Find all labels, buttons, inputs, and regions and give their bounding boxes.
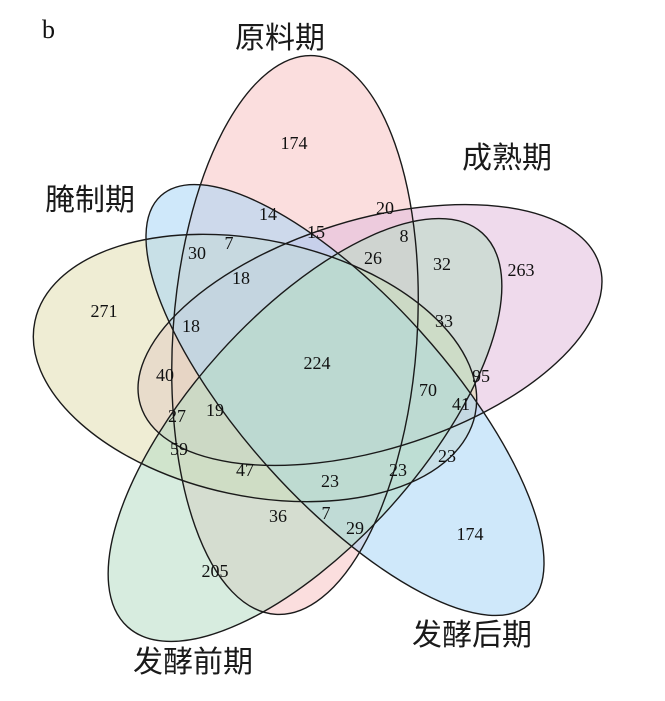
region-count: 205 xyxy=(202,561,229,581)
region-count: 14 xyxy=(259,204,277,224)
region-count: 174 xyxy=(281,133,308,153)
region-count: 263 xyxy=(508,260,535,280)
set-label-raw: 原料期 xyxy=(235,21,325,56)
set-ellipse-early-ferment xyxy=(108,218,502,642)
region-count: 8 xyxy=(400,226,409,246)
set-outline-pickling xyxy=(32,233,478,503)
region-count: 47 xyxy=(236,460,254,480)
set-label-late-ferment: 发酵后期 xyxy=(412,618,532,653)
region-count: 41 xyxy=(452,394,470,414)
region-count: 7 xyxy=(322,503,331,523)
set-fills xyxy=(33,55,602,642)
region-count: 40 xyxy=(156,365,174,385)
region-count: 29 xyxy=(346,518,364,538)
set-label-pickling: 腌制期 xyxy=(45,183,135,218)
set-label-early-ferment: 发酵前期 xyxy=(133,645,253,680)
region-count: 32 xyxy=(433,254,451,274)
set-label-mature: 成熟期 xyxy=(462,141,552,176)
region-count: 23 xyxy=(438,446,456,466)
region-count: 59 xyxy=(170,439,188,459)
region-count: 27 xyxy=(168,406,186,426)
region-count: 7 xyxy=(225,233,234,253)
region-count: 271 xyxy=(91,301,118,321)
region-count: 23 xyxy=(321,471,339,491)
region-count: 18 xyxy=(182,316,200,336)
region-count: 174 xyxy=(457,524,484,544)
set-outline-raw xyxy=(171,54,419,616)
region-count: 15 xyxy=(307,222,325,242)
region-count: 33 xyxy=(435,311,453,331)
region-count: 36 xyxy=(269,506,287,526)
region-count: 70 xyxy=(419,380,437,400)
region-count: 95 xyxy=(472,366,490,386)
panel-label: b xyxy=(42,15,55,44)
region-counts: 174 263 271 174 205 14 20 15 8 30 7 18 26 32 33 18 40 224… xyxy=(91,133,535,581)
region-count: 23 xyxy=(389,460,407,480)
region-count: 18 xyxy=(232,268,250,288)
region-count: 20 xyxy=(376,198,394,218)
region-count: 224 xyxy=(304,353,331,373)
set-outline-late-ferment xyxy=(145,183,545,617)
region-count: 19 xyxy=(206,400,224,420)
region-count: 30 xyxy=(188,243,206,263)
set-outlines xyxy=(32,54,603,643)
set-outline-mature xyxy=(137,203,603,467)
set-outline-early-ferment xyxy=(107,217,503,643)
region-count: 26 xyxy=(364,248,382,268)
